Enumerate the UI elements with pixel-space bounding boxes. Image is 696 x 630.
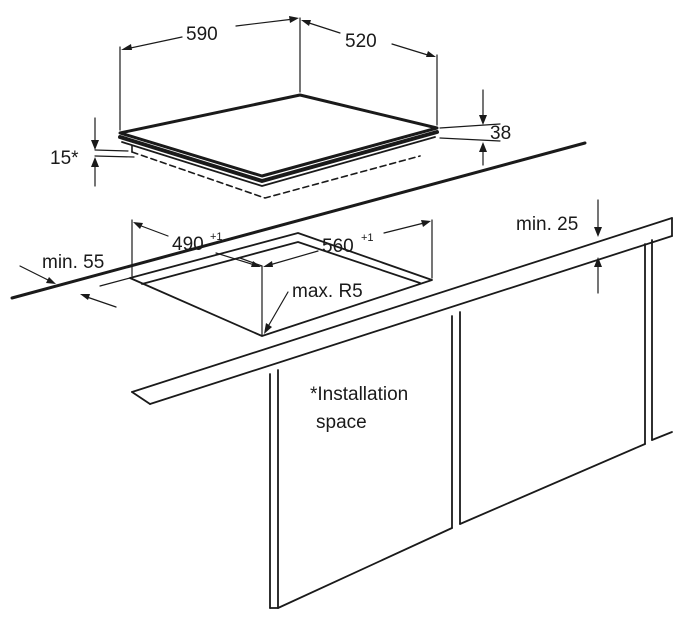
hob-edge-bottom xyxy=(121,136,436,187)
worktop-front-bottom-edge xyxy=(149,235,673,405)
dimension-590 xyxy=(121,16,299,50)
cutout-inner-edge xyxy=(141,241,421,285)
worktop xyxy=(10,141,673,405)
dimension-15 xyxy=(91,117,99,187)
hob-drawing xyxy=(118,93,439,199)
worktop-clearance-label: min. 25 xyxy=(516,214,578,235)
dimension-38 xyxy=(479,89,487,166)
installation-note-line2: space xyxy=(316,412,367,433)
cutout-radius-label: max. R5 xyxy=(292,281,363,302)
cutout-depth-label: 560 xyxy=(322,236,354,257)
dimension-490 xyxy=(133,222,261,267)
radius-leader xyxy=(264,291,289,334)
cutout xyxy=(129,219,433,337)
installation-note-line1: *Installation xyxy=(310,384,408,405)
hob-front-edge xyxy=(118,130,439,183)
cabinet xyxy=(269,239,673,609)
hob-extension-lines xyxy=(94,17,501,158)
dimension-min-55 xyxy=(19,265,131,308)
dimension-520 xyxy=(301,20,436,57)
hob-recess-label: 15* xyxy=(50,148,79,169)
cabinet-bottom-rail-left xyxy=(277,527,453,609)
dimension-min-25 xyxy=(594,199,602,294)
cutout-front-margin-label: min. 55 xyxy=(42,252,104,273)
worktop-front-top-edge xyxy=(131,217,673,393)
worktop-back-edge xyxy=(10,141,587,300)
hob-height-label: 38 xyxy=(490,123,511,144)
dimension-560 xyxy=(263,220,431,267)
hob-top-surface xyxy=(118,93,439,178)
hob-body-dashed xyxy=(131,151,421,199)
cabinet-bottom-rail-right xyxy=(459,443,646,525)
cutout-outline xyxy=(129,232,433,337)
cutout-depth-tolerance: +1 xyxy=(361,232,374,244)
cutout-width-label: 490 xyxy=(172,234,204,255)
hob-depth-label: 520 xyxy=(345,31,377,52)
hob-width-label: 590 xyxy=(186,24,218,45)
cutout-width-tolerance: +1 xyxy=(210,231,223,243)
